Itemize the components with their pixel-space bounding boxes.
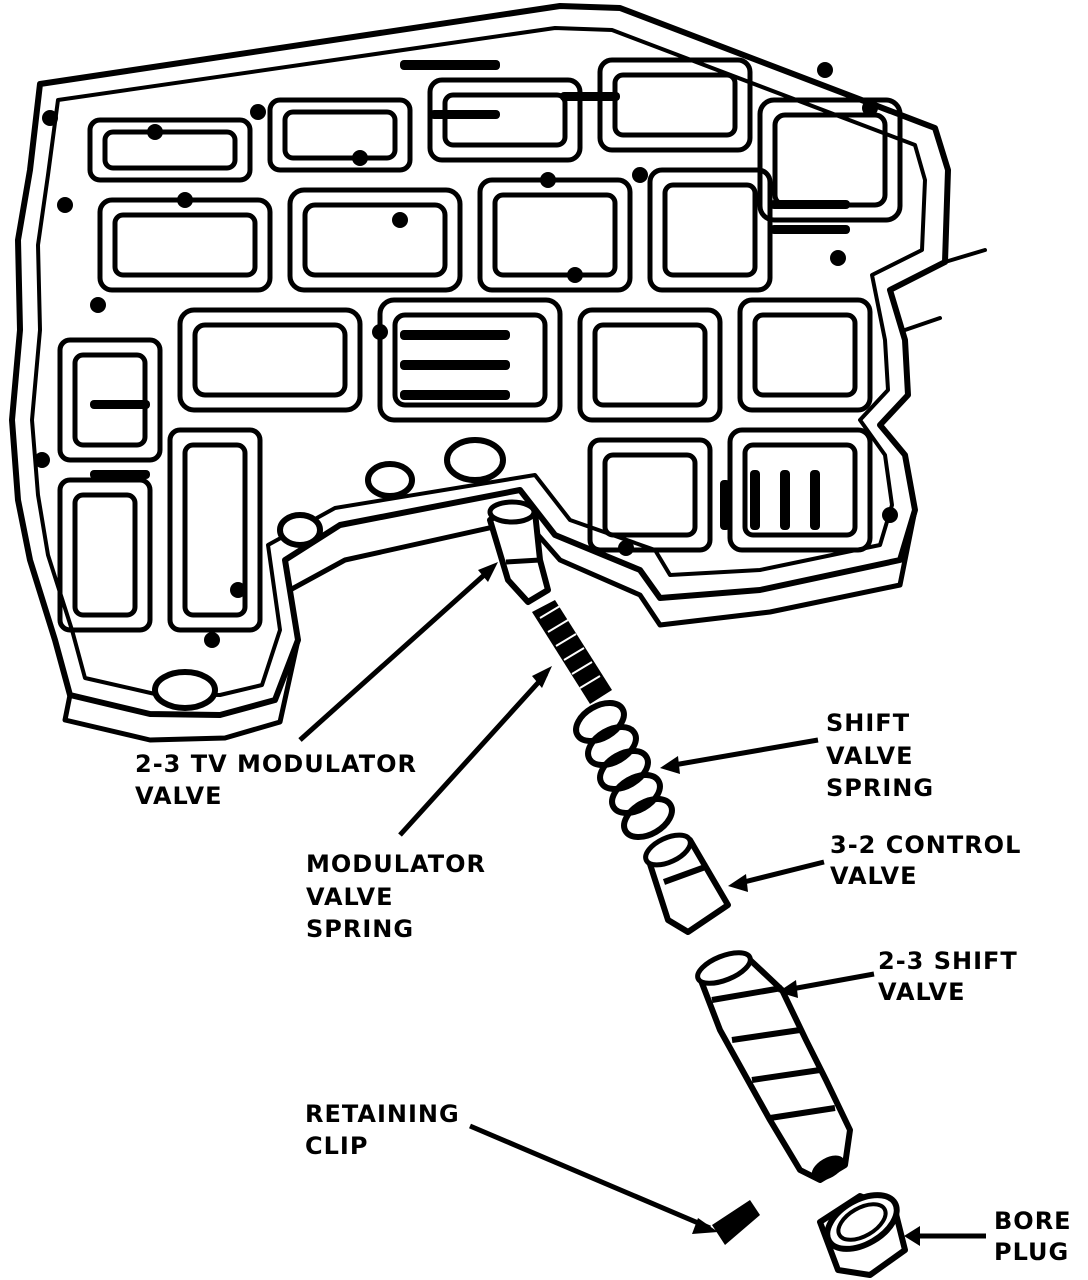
label-line: MODULATOR [306,850,486,878]
label-line: 2-3 TV MODULATOR [135,750,417,778]
label-line: SPRING [826,774,934,802]
label-line: BORE [994,1207,1072,1235]
label-line: SHIFT [826,709,910,737]
label-modulator-valve-spring: MODULATOR VALVE SPRING [306,850,486,943]
valve-body-plate [9,3,987,743]
label-line: VALVE [830,862,917,890]
label-line: 3-2 CONTROL [830,831,1021,859]
label-line: VALVE [306,883,393,911]
tv-modulator-valve-part [487,499,551,605]
label-line: VALVE [135,782,222,810]
label-line: 2-3 SHIFT [878,947,1018,975]
label-tv-modulator-valve: 2-3 TV MODULATOR VALVE [135,750,417,810]
label-control-valve: 3-2 CONTROL VALVE [830,831,1021,890]
control-valve-part [643,832,731,935]
leader-lines [298,562,986,1246]
modulator-valve-spring-part [532,600,612,704]
label-line: VALVE [878,978,965,1006]
retaining-clip-part [712,1200,760,1245]
label-shift-valve: 2-3 SHIFT VALVE [878,947,1018,1006]
label-line: PLUG [994,1238,1069,1266]
bore-plug-part [817,1192,908,1278]
label-line: VALVE [826,742,913,770]
label-shift-valve-spring: SHIFT VALVE SPRING [826,709,934,802]
label-line: RETAINING [305,1100,460,1128]
shift-valve-spring-part [573,700,675,840]
label-retaining-clip: RETAINING CLIP [305,1100,460,1160]
label-bore-plug: BORE PLUG [994,1207,1072,1266]
label-line: CLIP [305,1132,368,1160]
label-line: SPRING [306,915,414,943]
